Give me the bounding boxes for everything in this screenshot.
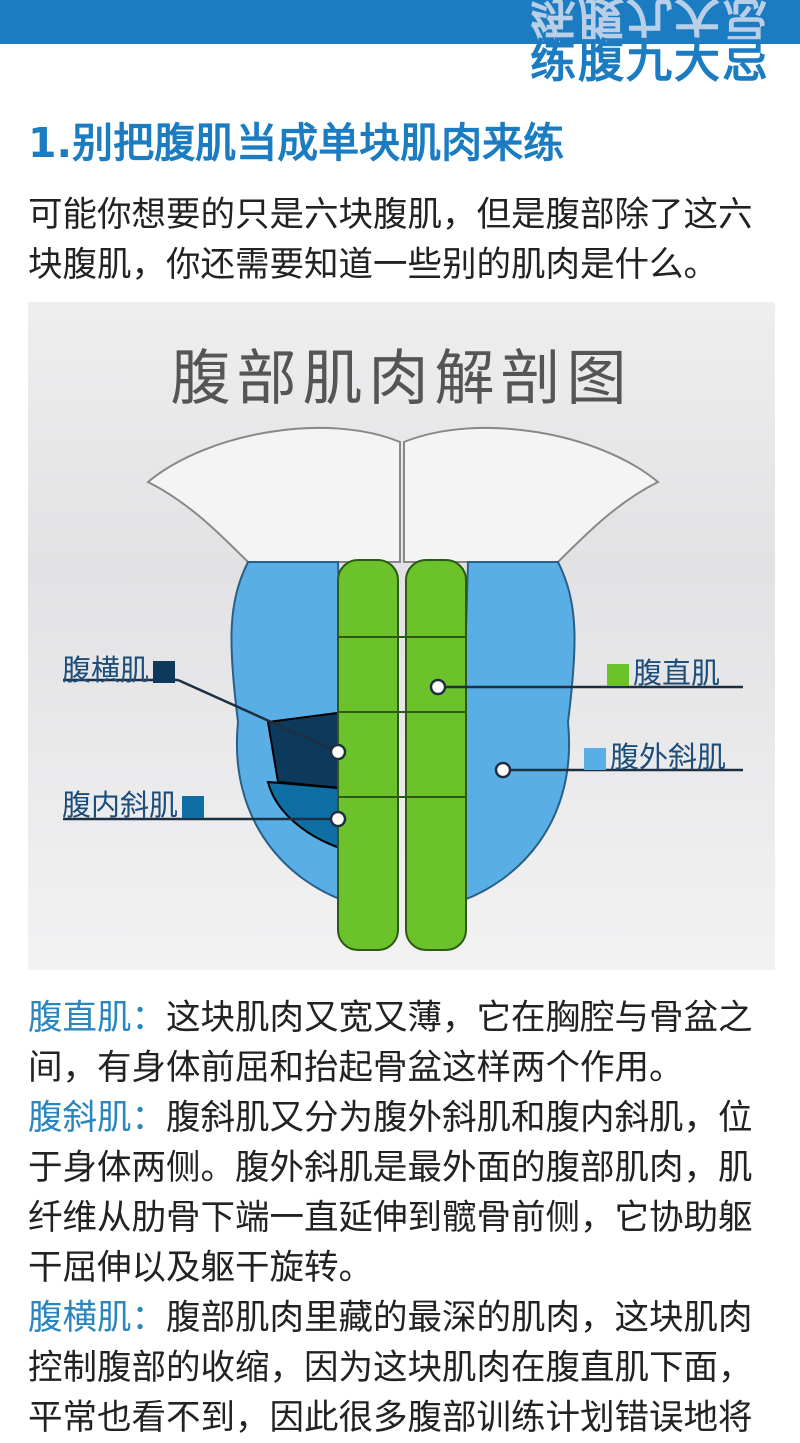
chest-right: [403, 426, 660, 563]
series-title: 练腹九大忌: [530, 34, 770, 88]
anatomy-figure: 腹部肌肉解剖图 腹横肌 腹内斜肌 腹直肌 腹外斜肌: [28, 302, 775, 970]
abdominal-muscles-illustration: [63, 426, 743, 951]
rectus-swatch: [607, 664, 629, 686]
intro-paragraph: 可能你想要的只是六块腹肌，但是腹部除了这六块腹肌，你还需要知道一些别的肌肉是什么…: [28, 195, 753, 285]
figure-title: 腹部肌肉解剖图: [170, 344, 633, 414]
rectus-left: [337, 559, 399, 951]
chest-left: [146, 426, 401, 563]
rectus-right: [405, 559, 467, 951]
label-internal-oblique: 腹内斜肌: [62, 782, 208, 824]
label-rectus: 腹直肌: [603, 650, 720, 692]
label-external-oblique: 腹外斜肌: [580, 734, 726, 776]
transversus-swatch: [153, 661, 176, 683]
label-transversus: 腹横肌: [62, 647, 179, 689]
section-heading: 1.别把腹肌当成单块肌肉来练: [28, 119, 565, 167]
top-banner: [0, 0, 800, 44]
internal-oblique-swatch: [182, 796, 205, 818]
external-oblique-swatch: [584, 748, 606, 770]
description-transversus: 腹横肌：腹部肌肉里藏的最深的肌肉，这块肌肉控制腹部的收缩，因为这块肌肉在腹直肌下…: [28, 1298, 753, 1438]
description-rectus: 腹直肌：这块肌肉又宽又薄，它在胸腔与骨盆之间，有身体前屈和抬起骨盆这样两个作用。: [28, 998, 753, 1088]
description-oblique: 腹斜肌：腹斜肌又分为腹外斜肌和腹内斜肌，位于身体两侧。腹外斜肌是最外面的腹部肌肉…: [28, 1098, 753, 1288]
external-oblique-right: [456, 561, 576, 904]
